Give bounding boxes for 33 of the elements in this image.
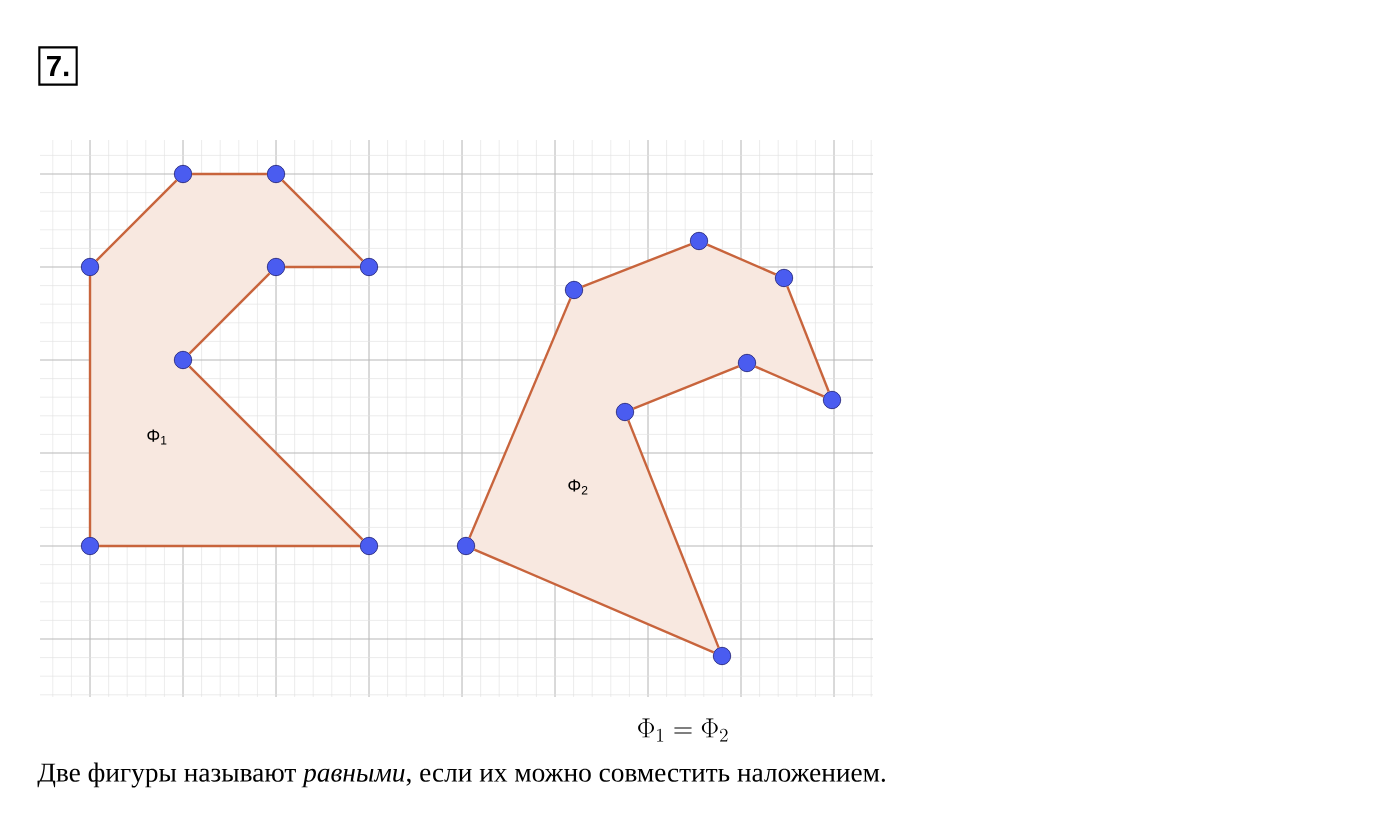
polygon-side bbox=[99, 544, 360, 548]
polygon-side bbox=[582, 243, 691, 288]
polygon-side bbox=[706, 243, 777, 276]
vertex-dot bbox=[80, 536, 100, 556]
polygon-side bbox=[632, 365, 740, 410]
vertex-dot bbox=[564, 280, 584, 300]
vertex-dot bbox=[173, 164, 193, 184]
vertex-dot bbox=[689, 231, 709, 251]
definition-text: Две фигуры называют равными, если их можно совместить наложением. bbox=[37, 762, 885, 788]
vertex-dot bbox=[266, 164, 286, 184]
equation: $\Phi_1 = \Phi_2$ bbox=[638, 718, 728, 742]
polygon-side bbox=[754, 365, 825, 398]
polygon-side bbox=[95, 179, 178, 262]
problem-number: 7. bbox=[38, 46, 78, 86]
vertex-dot bbox=[80, 257, 100, 277]
polygon-side bbox=[188, 365, 364, 541]
polygon: Φ$_{2}$ bbox=[466, 241, 832, 656]
vertex-dot bbox=[456, 536, 476, 556]
polygon-side bbox=[281, 179, 364, 262]
polygon-side bbox=[192, 172, 267, 176]
polygon-side bbox=[88, 276, 92, 537]
vertex-dot bbox=[712, 646, 732, 666]
vertex-dot bbox=[774, 268, 794, 288]
polygon: Φ$_{1}$ bbox=[90, 174, 369, 546]
polygon-side bbox=[188, 272, 271, 355]
vertex-dot bbox=[359, 257, 379, 277]
polygon-side bbox=[473, 548, 715, 654]
polygon-side bbox=[468, 297, 572, 539]
polygon-side bbox=[786, 286, 830, 392]
vertex-dot bbox=[822, 390, 842, 410]
vertex-dot bbox=[359, 536, 379, 556]
polygon-side bbox=[627, 419, 720, 648]
polygon-side bbox=[285, 265, 360, 269]
